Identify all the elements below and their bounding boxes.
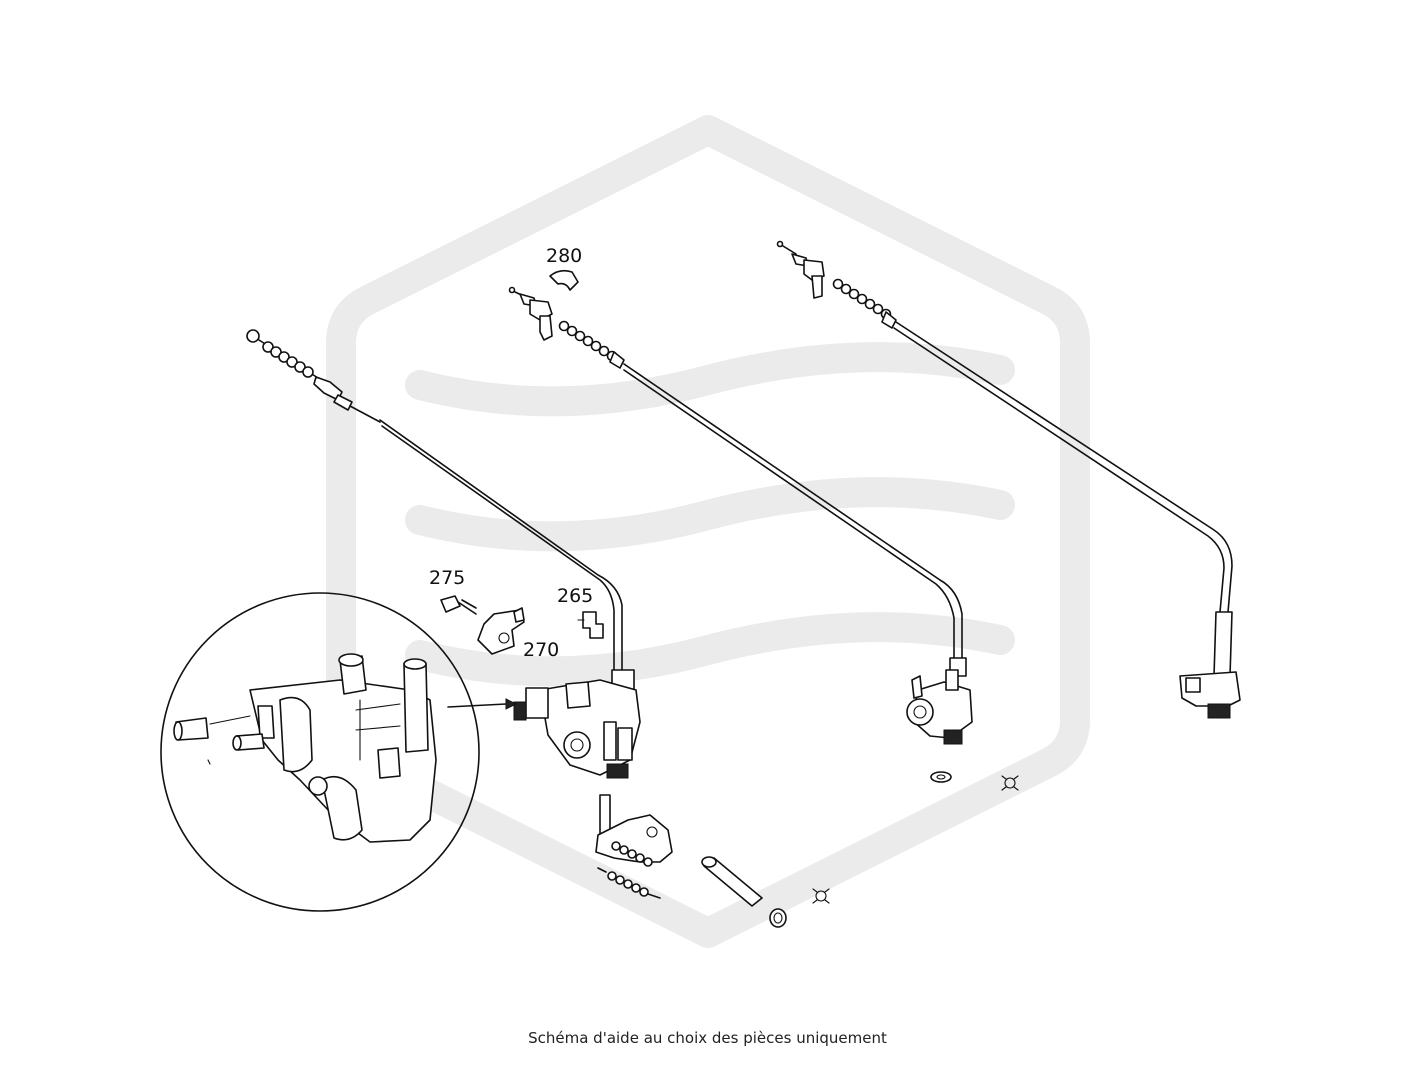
actuator-middle bbox=[906, 669, 973, 783]
watermark-logo bbox=[326, 115, 1090, 948]
detail-magnified-view bbox=[160, 592, 518, 912]
spring-upper bbox=[611, 841, 653, 867]
cable-left-sheath bbox=[262, 341, 314, 378]
cable-right-sheath bbox=[832, 278, 892, 320]
actuator-assembly bbox=[513, 669, 641, 779]
callout-275: 275 bbox=[429, 567, 465, 589]
bracket-spring bbox=[595, 794, 673, 899]
cable-middle-sheath bbox=[558, 320, 618, 362]
callout-270: 270 bbox=[523, 639, 559, 661]
spring-lower bbox=[607, 871, 649, 897]
snap-ring-right bbox=[1001, 775, 1019, 791]
cable-middle bbox=[508, 269, 967, 677]
diagram-caption: Schéma d'aide au choix des pièces unique… bbox=[528, 1029, 887, 1047]
part-275-bolt bbox=[440, 595, 477, 615]
pin-and-washer bbox=[701, 856, 787, 928]
snap-ring-lower bbox=[812, 888, 830, 904]
callout-280: 280 bbox=[546, 245, 582, 267]
cable-right bbox=[776, 240, 1241, 719]
callout-265: 265 bbox=[557, 585, 593, 607]
part-270-plate bbox=[477, 607, 525, 655]
cable-left bbox=[246, 329, 623, 673]
part-265-clip bbox=[577, 611, 604, 639]
